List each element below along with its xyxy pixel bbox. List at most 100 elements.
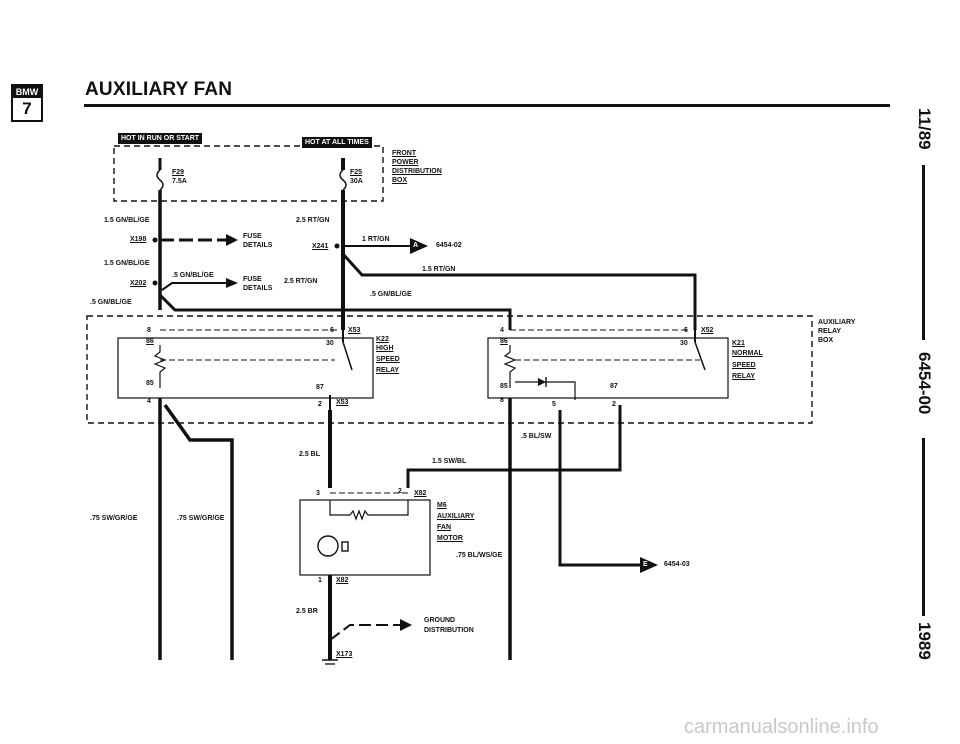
- fuse-f25-symbol: [339, 169, 347, 191]
- m6-resistor: [329, 500, 409, 521]
- relay-box-label-1: AUXILIARY: [818, 319, 856, 326]
- ref-a-page: 6454-02: [436, 242, 462, 249]
- wire-label-4: .5 GN/BL/GE: [90, 299, 132, 306]
- wire-label-2: 1.5 GN/BL/GE: [104, 260, 150, 267]
- wire-label-6: 2.5 RT/GN: [284, 278, 318, 285]
- banner-hot-at-all-times: HOT AT ALL TIMES: [302, 137, 372, 148]
- k21-pin-4: 4: [500, 327, 504, 334]
- bmw-7-series-logo: BMW 7: [11, 84, 43, 122]
- k21-label-1: K21: [732, 340, 745, 347]
- ref-e-letter: E: [643, 561, 648, 568]
- fuse-details-b-2: DETAILS: [243, 285, 273, 292]
- fpdb-label-1: FRONT: [392, 150, 417, 157]
- fuse-f29-id: F29: [172, 169, 185, 176]
- k21-label-4: RELAY: [732, 373, 756, 380]
- wire-label-8: 1.5 RT/GN: [422, 266, 456, 273]
- k22-label-4: RELAY: [376, 367, 400, 374]
- m6-label-4: MOTOR: [437, 535, 463, 542]
- wire-label-10: .5 BL/SW: [521, 433, 552, 440]
- wire-label-12: 1.5 SW/BL: [432, 458, 467, 465]
- k22-pin-6: 6: [330, 327, 334, 334]
- relay-box-label-2: RELAY: [818, 328, 842, 335]
- side-rule-2: [922, 438, 925, 616]
- wire-label-14: .75 SW/GR/GE: [177, 515, 225, 522]
- wire-label-1: 1.5 GN/BL/GE: [104, 217, 150, 224]
- banner-hot-in-run: HOT IN RUN OR START: [118, 133, 203, 144]
- logo-series: 7: [22, 99, 32, 118]
- fpdb-label-4: BOX: [392, 177, 408, 184]
- connector-x82-bottom: X82: [336, 577, 349, 584]
- k21-label-3: SPEED: [732, 362, 756, 369]
- fuse-f25-id: F25: [350, 169, 363, 176]
- fpdb-label-2: POWER: [392, 159, 419, 166]
- connector-x173: X173: [336, 651, 353, 658]
- wire-label-11: 2.5 BL: [299, 451, 321, 458]
- wire-label-3: .5 GN/BL/GE: [172, 272, 214, 279]
- k21-pin-2: 2: [612, 401, 616, 408]
- fuse-f29-symbol: [156, 169, 164, 191]
- m6-label-2: AUXILIARY: [437, 513, 475, 520]
- wire-label-9: .5 GN/BL/GE: [370, 291, 412, 298]
- connector-x82-top: X82: [414, 490, 427, 497]
- logo-brand: BMW: [13, 86, 41, 98]
- k22-pin-85: 85: [146, 380, 154, 387]
- page-title: AUXILIARY FAN: [85, 79, 233, 100]
- k22-pin-2: 2: [318, 401, 322, 408]
- ref-a-letter: A: [413, 242, 419, 249]
- k21-pin-5: 5: [552, 401, 556, 408]
- fuse-f29-rating: 7.5A: [172, 178, 187, 185]
- k22-label-1: K22: [376, 336, 389, 343]
- m6-label-3: FAN: [437, 524, 451, 531]
- k22-label-3: SPEED: [376, 356, 400, 363]
- k21-coil: [503, 345, 517, 388]
- fpdb-box-outline: [113, 145, 384, 202]
- fuse-details-b-1: FUSE: [243, 276, 262, 283]
- m6-pin-2: 2: [398, 488, 402, 495]
- k21-label-2: NORMAL: [732, 350, 763, 357]
- k21-pin-86: 86: [500, 338, 508, 345]
- ref-a-arrow: [410, 238, 428, 254]
- fpdb-label-3: DISTRIBUTION: [392, 168, 442, 175]
- relay-box-label-3: BOX: [818, 337, 834, 344]
- k22-pin-86: 86: [146, 338, 154, 345]
- ground-label-2: DISTRIBUTION: [424, 627, 474, 634]
- k22-contact: [342, 341, 353, 371]
- wire-label-5: 2.5 RT/GN: [296, 217, 330, 224]
- fuse-f25-rating: 30A: [350, 178, 363, 185]
- connector-x52: X52: [701, 327, 714, 334]
- m6-label-1: M6: [437, 502, 447, 509]
- k22-pin-30: 30: [326, 340, 334, 347]
- connector-x202: X202: [130, 280, 147, 287]
- header-rule: [84, 104, 890, 107]
- side-rule-1: [922, 165, 925, 340]
- k21-pin-87: 87: [610, 383, 618, 390]
- k21-relay-body: [487, 337, 729, 399]
- k22-pin-4: 4: [147, 398, 151, 405]
- wire-label-7: 1 RT/GN: [362, 236, 390, 243]
- watermark: carmanualsonline.info: [684, 716, 879, 738]
- m6-motor-body: [299, 499, 431, 576]
- m6-pin-1: 1: [318, 577, 322, 584]
- wire-label-16: 2.5 BR: [296, 608, 318, 615]
- fuse-details-a-2: DETAILS: [243, 242, 273, 249]
- k21-pin-6: 6: [684, 327, 688, 334]
- k21-pin-8: 8: [500, 397, 504, 404]
- k22-pin-8: 8: [147, 327, 151, 334]
- connector-x53-top: X53: [348, 327, 361, 334]
- connector-x198: X198: [130, 236, 147, 243]
- k21-contact: [694, 341, 706, 371]
- k22-label-2: HIGH: [376, 345, 394, 352]
- k22-relay-body: [117, 337, 374, 399]
- ref-e-arrow: [640, 557, 658, 573]
- wire-label-13: .75 SW/GR/GE: [90, 515, 138, 522]
- wire-label-15: .75 BL/WS/GE: [456, 552, 503, 559]
- connector-x53-bottom: X53: [336, 399, 349, 406]
- connector-x241: X241: [312, 243, 329, 250]
- ref-e-page: 6454-03: [664, 561, 690, 568]
- k22-pin-87: 87: [316, 384, 324, 391]
- motor-symbol: [317, 535, 339, 557]
- relay-box-outline: [86, 315, 813, 424]
- m6-pin-3: 3: [316, 490, 320, 497]
- k22-coil: [153, 345, 167, 388]
